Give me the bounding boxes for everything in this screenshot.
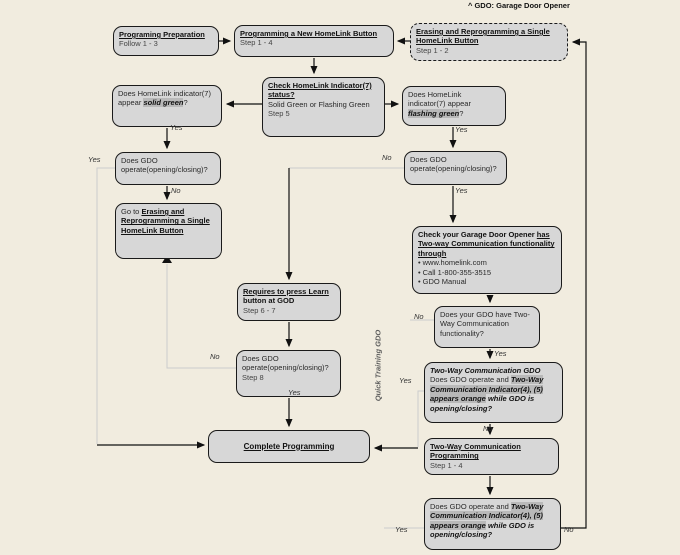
node-step: Step 8 <box>242 372 264 382</box>
node-gdo-operate-right: Does GDO operate(opening/closing)? <box>404 151 507 185</box>
question-post: while GDO is opening/closing? <box>430 394 535 413</box>
label-yes-gdo-right: Yes <box>455 186 468 195</box>
node-step: Step 1 - 2 <box>416 45 449 55</box>
node-two-way-communication-gdo: Two-Way Communication GDO Does GDO opera… <box>424 362 563 423</box>
node-have-two-way-question: Does your GDO have Two-Way Communication… <box>434 306 540 348</box>
question-pre: Does HomeLink indicator(7) appear <box>408 90 471 109</box>
label-yes-final: Yes <box>395 525 408 534</box>
label-yes-flashing-green: Yes <box>455 125 468 134</box>
node-indicator-solid-green-question: Does HomeLink indicator(7) appear solid … <box>112 85 222 127</box>
label-yes-have-two-way: Yes <box>494 349 507 358</box>
node-title: Programming a New HomeLink Button <box>240 29 378 38</box>
node-final-two-way-check: Does GDO operate and Two-Way Communicati… <box>424 498 561 550</box>
highlight-appears-orange: appears orange <box>430 394 486 404</box>
node-step: Step 1 - 4 <box>240 38 273 48</box>
node-title[interactable]: Erasing and Reprogramming a Single HomeL… <box>416 27 550 46</box>
bullet-icon: • <box>418 267 421 277</box>
label-no-step8: No <box>210 352 220 361</box>
highlight-appears-orange: appears orange <box>430 520 486 530</box>
question-post: while GDO is opening/closing? <box>430 520 535 540</box>
node-step: Step 6 - 7 <box>243 305 276 315</box>
question-pre: Does GDO operate and <box>430 502 511 511</box>
node-programing-preparation: Programing Preparation Follow 1 - 3 <box>113 26 219 56</box>
goto-erase-link[interactable]: Erasing and Reprogramming a Single HomeL… <box>121 207 210 235</box>
connector-gdo-left-yes-down <box>96 167 115 444</box>
node-gdo-operate-step8: Does GDO operate(opening/closing)? Step … <box>236 350 341 397</box>
node-step: Step 5 <box>268 109 290 119</box>
node-check-homelink-indicator-status: Check HomeLink Indicator(7) status? Soli… <box>262 77 385 137</box>
node-body: Does GDO operate(opening/closing)? <box>121 156 208 175</box>
node-title: Two-Way Communication Programming <box>430 442 521 461</box>
node-body: Solid Green or Flashing Green <box>268 99 370 109</box>
node-indicator-flashing-green-question: Does HomeLink indicator(7) appear flashi… <box>402 86 506 126</box>
goto-pre: Go to <box>121 207 142 216</box>
question-post: ? <box>459 108 464 118</box>
node-body: Does your GDO have Two-Way Communication… <box>440 310 530 338</box>
label-no-gdo-left: No <box>171 186 181 195</box>
label-no-two-way-gdo: No <box>483 424 493 433</box>
homelink-url[interactable]: www.homelink.com <box>422 258 487 268</box>
node-title: Requires to press Learn <box>243 287 329 296</box>
question-pre: Does GDO operate and <box>430 375 511 385</box>
label-yes-gdo-left: Yes <box>88 155 101 164</box>
node-title: Check HomeLink Indicator(7) status? <box>268 81 372 100</box>
bullet-icon: • <box>418 258 421 268</box>
node-title-plain: Check your Garage Door Opener <box>418 230 537 239</box>
node-requires-press-learn: Requires to press Learn button at GOD St… <box>237 283 341 321</box>
node-step: Step 1 - 4 <box>430 460 463 470</box>
node-title: Two-Way Communication GDO <box>430 366 541 375</box>
highlight-flashing-green: flashing green <box>408 108 460 118</box>
node-title: Complete Programming <box>243 441 335 451</box>
question-pre: Does HomeLink indicator(7) appear <box>118 89 211 108</box>
bullet-icon: • <box>418 276 421 286</box>
label-yes-solid-green: Yes <box>170 123 183 132</box>
node-subtitle: button at GOD <box>243 296 295 306</box>
gdo-manual: GDO Manual <box>422 276 467 286</box>
node-gdo-operate-left: Does GDO operate(opening/closing)? <box>115 152 221 185</box>
connector-step8-no-to-goto-erase <box>166 264 236 369</box>
label-yes-two-way-gdo: Yes <box>399 376 412 385</box>
node-step: Follow 1 - 3 <box>119 39 158 49</box>
node-body: Does GDO operate(opening/closing)? <box>410 155 497 174</box>
label-no-have-two-way: No <box>414 312 424 321</box>
arrow-final-no-to-erase <box>561 38 587 529</box>
node-programming-new-homelink-button: Programming a New HomeLink Button Step 1… <box>234 25 394 57</box>
node-body: Does GDO operate(opening/closing)? <box>242 354 329 373</box>
question-post: ? <box>183 98 188 108</box>
node-title-underline: has Two-way Communication functionality … <box>418 230 555 258</box>
label-no-final: No <box>564 525 574 534</box>
node-erasing-reprogramming: Erasing and Reprogramming a Single HomeL… <box>410 23 568 61</box>
highlight-solid-green: solid green <box>143 98 184 108</box>
footnote-gdo-definition: ^ GDO: Garage Door Opener <box>468 1 570 10</box>
label-yes-step8: Yes <box>288 388 301 397</box>
node-check-two-way-functionality: Check your Garage Door Opener has Two-wa… <box>412 226 562 294</box>
phone-number: Call 1-800-355-3515 <box>422 267 492 277</box>
label-no-gdo-right: No <box>382 153 392 162</box>
node-complete-programming: Complete Programming <box>208 430 370 463</box>
node-two-way-programming: Two-Way Communication Programming Step 1… <box>424 438 559 475</box>
node-goto-erasing-reprogramming: Go to Erasing and Reprogramming a Single… <box>115 203 222 259</box>
quick-training-gdo-label: Quick Training GDO <box>373 329 383 402</box>
node-title: Programing Preparation <box>119 30 205 39</box>
